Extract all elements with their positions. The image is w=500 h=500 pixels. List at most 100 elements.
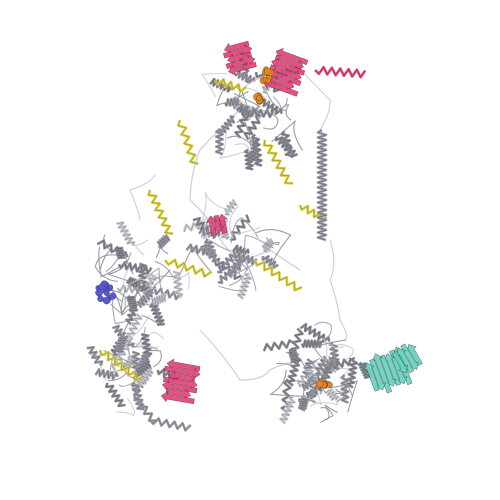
coil-segment xyxy=(99,234,111,271)
helix-ribbon xyxy=(151,292,168,306)
helix-ribbon xyxy=(345,356,359,389)
helix-outline xyxy=(244,115,261,140)
ligand-atom xyxy=(265,78,271,84)
coil-segment xyxy=(305,372,327,394)
helix-outline xyxy=(149,418,191,431)
domain-bottom-right-cluster xyxy=(262,321,423,425)
coil-segment xyxy=(200,191,232,226)
coil-segment xyxy=(313,339,347,373)
helix-outline xyxy=(157,234,170,249)
helix-ribbon xyxy=(233,251,258,266)
helix-outline xyxy=(105,382,126,407)
helix-ribbon xyxy=(223,97,240,107)
ligand-atom xyxy=(102,296,111,305)
helix-ribbon xyxy=(261,237,275,253)
helix-outline xyxy=(263,139,294,184)
long-grey-helix xyxy=(316,128,328,242)
helix-outline xyxy=(215,129,224,155)
coil-segment xyxy=(199,329,301,381)
helix-ribbon xyxy=(229,214,251,242)
coil-segment xyxy=(273,96,288,110)
helix-outline xyxy=(200,244,220,263)
helix-ribbon xyxy=(217,250,238,274)
beta-strand xyxy=(400,343,419,370)
helix-ribbon xyxy=(172,270,184,299)
helix-ribbon xyxy=(105,382,126,408)
helix-outline xyxy=(149,303,165,326)
helix-outline xyxy=(173,271,183,298)
helix-ribbon xyxy=(324,357,352,372)
coil-segment xyxy=(268,369,302,397)
coil-segment xyxy=(262,110,279,130)
coil-segment xyxy=(276,351,293,367)
helix-outline xyxy=(218,116,235,136)
coil-segment xyxy=(110,297,126,315)
helix-ribbon xyxy=(307,374,318,404)
helix-outline xyxy=(340,374,349,403)
helix-ribbon xyxy=(213,78,247,94)
ligand-atom xyxy=(263,67,272,76)
helix-outline xyxy=(141,334,152,357)
ligand-atom xyxy=(107,284,113,290)
helix-outline xyxy=(152,293,167,306)
domain-bottom-left-cluster xyxy=(86,312,201,432)
helix-ribbon xyxy=(262,339,295,352)
beta-strand xyxy=(225,54,256,70)
coil-segment xyxy=(247,105,263,121)
helix-outline xyxy=(214,78,247,93)
beta-strand xyxy=(363,362,380,392)
helix-outline xyxy=(279,396,296,424)
ligand-atom xyxy=(98,283,105,290)
helix-outline xyxy=(164,259,212,278)
helix-ribbon xyxy=(274,136,299,159)
ligand-atom xyxy=(103,289,110,296)
helix-ribbon xyxy=(116,221,136,247)
coil-segment xyxy=(324,404,339,421)
helix-ribbon xyxy=(236,272,252,300)
helix-ribbon xyxy=(262,139,294,185)
beta-strand xyxy=(160,391,195,405)
helix-ribbon xyxy=(218,115,236,136)
coil-segment xyxy=(256,229,292,263)
helix-outline xyxy=(192,217,213,237)
coil-segment xyxy=(132,239,149,256)
helix-outline xyxy=(177,119,199,165)
helix-ribbon xyxy=(136,366,154,388)
coil-segment xyxy=(143,273,160,290)
helix-ribbon xyxy=(126,312,143,342)
helix-ribbon xyxy=(234,69,256,85)
coil-segment xyxy=(337,343,354,361)
ligand-atom xyxy=(256,95,262,101)
helix-outline xyxy=(209,78,233,93)
helix-ribbon xyxy=(163,258,212,278)
helix-ribbon xyxy=(316,128,328,242)
coil-segment xyxy=(314,321,332,340)
coil-segment xyxy=(309,379,339,408)
helix-outline xyxy=(137,367,154,387)
helix-ribbon xyxy=(135,359,152,377)
helix-outline xyxy=(302,358,314,378)
coil-segment xyxy=(229,205,261,236)
helix-ribbon xyxy=(125,276,141,289)
coil-segment xyxy=(111,281,140,310)
ligand-atom xyxy=(327,382,333,388)
coil-segment xyxy=(151,261,174,286)
helix-ribbon xyxy=(147,189,174,235)
helix-outline xyxy=(237,273,252,299)
helix-ribbon xyxy=(234,105,251,139)
helix-ribbon xyxy=(261,255,280,270)
helix-outline xyxy=(217,262,241,284)
helix-ribbon xyxy=(156,233,171,249)
helix-outline xyxy=(288,349,300,364)
helix-outline xyxy=(286,353,301,386)
helix-ribbon xyxy=(214,128,225,156)
helix-outline xyxy=(314,66,366,78)
helix-ribbon xyxy=(94,368,120,381)
coil-segment xyxy=(129,174,156,221)
helix-outline xyxy=(131,382,145,410)
helix-outline xyxy=(217,251,237,273)
helix-outline xyxy=(263,340,294,352)
helix-outline xyxy=(317,129,327,241)
